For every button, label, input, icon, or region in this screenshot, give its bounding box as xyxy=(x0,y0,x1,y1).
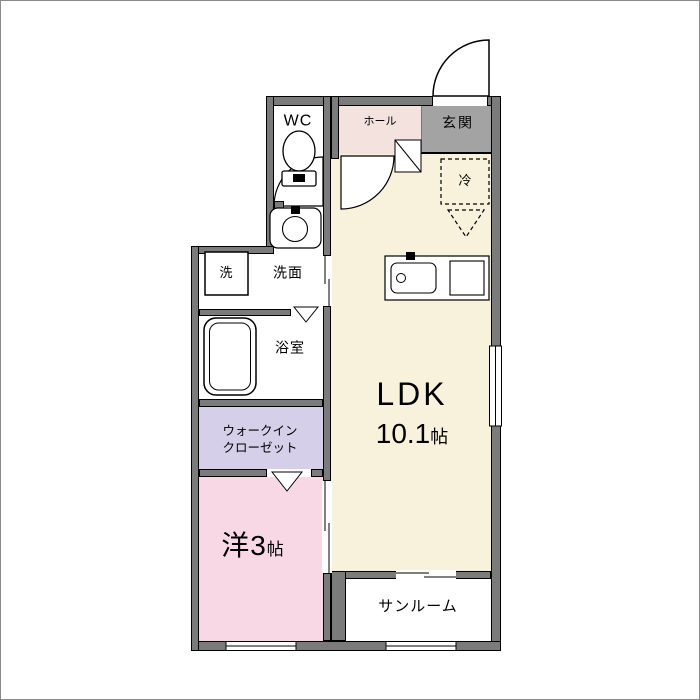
wall-left-lower xyxy=(191,246,199,651)
room-sunroom-floor xyxy=(346,579,491,641)
room-wic-floor xyxy=(199,407,323,469)
fridge-label: 冷 xyxy=(458,173,472,189)
bath-label: 浴室 xyxy=(275,339,305,356)
room-genkan-floor xyxy=(421,106,492,154)
wc-label: WC xyxy=(283,112,313,130)
room-hall-floor xyxy=(339,106,421,154)
western-room-label: 洋3帖 xyxy=(221,529,285,563)
wall-wic-western-a xyxy=(199,469,267,477)
wall-step xyxy=(191,246,274,254)
entrance-door-arc xyxy=(432,39,490,97)
room-senmen-floor xyxy=(274,206,323,309)
western-room-unit: 帖 xyxy=(266,540,285,560)
room-senmen-floor-2 xyxy=(199,254,274,309)
room-ldk-floor xyxy=(331,151,491,579)
wall-center-upper xyxy=(323,96,331,256)
wall-top xyxy=(266,96,433,106)
room-western-floor xyxy=(199,477,323,641)
senmen-label: 洗面 xyxy=(273,264,303,281)
wall-bath-wic xyxy=(199,399,323,407)
western-room-name: 洋3 xyxy=(221,530,267,562)
wall-center-lower xyxy=(323,573,331,641)
room-bath-floor xyxy=(199,316,323,399)
wall-bottom xyxy=(191,641,501,651)
washer-label: 洗 xyxy=(219,265,233,281)
wall-senmen-bath xyxy=(199,309,291,316)
genkan-label: 玄関 xyxy=(442,114,474,131)
wall-wic-western-b xyxy=(311,469,323,477)
wall-hall-left xyxy=(331,96,339,159)
wall-sunroom-left xyxy=(331,571,346,641)
hall-label: ホール xyxy=(363,115,397,128)
wall-left-upper xyxy=(266,96,274,254)
ldk-name: LDK xyxy=(376,376,448,413)
wall-center-middle xyxy=(323,306,331,481)
ldk-label: LDK 10.1帖 xyxy=(376,375,449,451)
ldk-unit: 帖 xyxy=(430,427,449,448)
wic-label-line2: クローゼット xyxy=(222,441,298,455)
ldk-size: 10.1 xyxy=(375,418,431,450)
wall-right xyxy=(491,96,501,651)
wic-label-line1: ウォークイン xyxy=(222,424,298,439)
wall-sunroom-top xyxy=(331,571,491,579)
wall-wc-bottom xyxy=(274,201,284,209)
sunroom-label: サンルーム xyxy=(378,598,458,615)
wic-label: ウォークイン クローゼット xyxy=(222,423,297,457)
